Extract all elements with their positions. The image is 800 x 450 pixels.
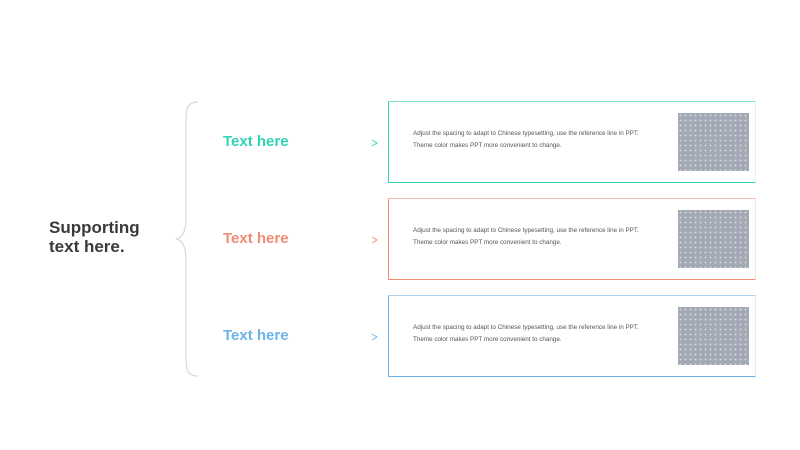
card-text: Adjust the spacing to adapt to Chinese t… <box>413 128 673 152</box>
curly-brace <box>175 101 199 377</box>
supporting-text-line1: Supporting <box>49 218 140 237</box>
supporting-text: Supporting text here. <box>49 218 169 256</box>
arrow-right-icon <box>322 139 378 147</box>
supporting-text-line2: text here. <box>49 237 125 256</box>
row-title: Text here <box>223 230 289 247</box>
card-text-line1: Adjust the spacing to adapt to Chinese t… <box>413 227 639 234</box>
card-text-line1: Adjust the spacing to adapt to Chinese t… <box>413 130 639 137</box>
description-card: Adjust the spacing to adapt to Chinese t… <box>388 101 756 183</box>
card-text-line2: Theme color makes PPT more convenient to… <box>413 336 562 343</box>
card-text: Adjust the spacing to adapt to Chinese t… <box>413 322 673 346</box>
row-2: Text here Adjust the spacing to adapt to… <box>0 198 800 282</box>
row-title: Text here <box>223 133 289 150</box>
arrow-right-icon <box>322 236 378 244</box>
card-text-line2: Theme color makes PPT more convenient to… <box>413 239 562 246</box>
arrow-right-icon <box>322 333 378 341</box>
row-1: Text here Adjust the spacing to adapt to… <box>0 101 800 185</box>
row-title: Text here <box>223 327 289 344</box>
image-placeholder <box>678 307 749 365</box>
card-text-line1: Adjust the spacing to adapt to Chinese t… <box>413 324 639 331</box>
description-card: Adjust the spacing to adapt to Chinese t… <box>388 295 756 377</box>
description-card: Adjust the spacing to adapt to Chinese t… <box>388 198 756 280</box>
card-text-line2: Theme color makes PPT more convenient to… <box>413 142 562 149</box>
card-text: Adjust the spacing to adapt to Chinese t… <box>413 225 673 249</box>
row-3: Text here Adjust the spacing to adapt to… <box>0 295 800 379</box>
image-placeholder <box>678 210 749 268</box>
image-placeholder <box>678 113 749 171</box>
